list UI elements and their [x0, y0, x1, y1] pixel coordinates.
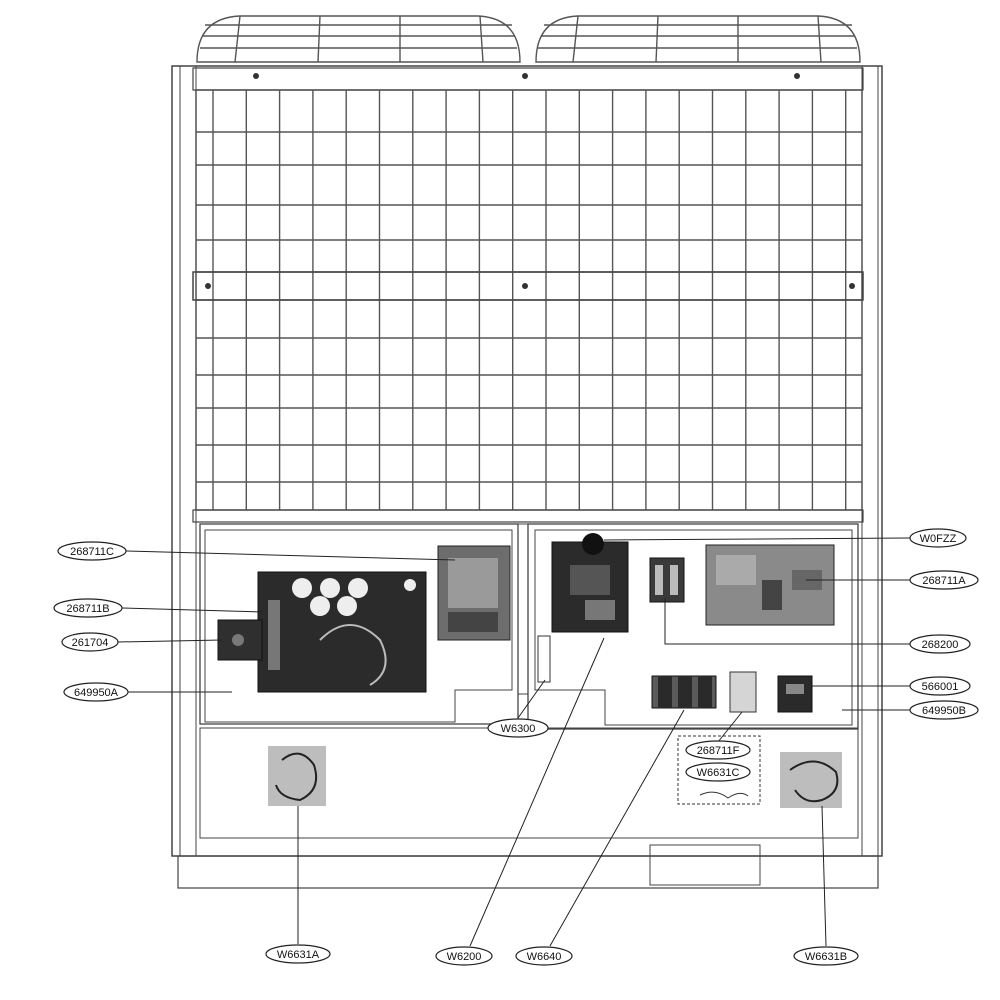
center-divider	[517, 523, 529, 695]
kit-box-268711F-W6631C	[677, 735, 761, 805]
fan-pcb-268711C	[437, 545, 511, 641]
svg-text:649950B: 649950B	[922, 705, 966, 717]
svg-text:W6631A: W6631A	[277, 949, 320, 961]
callout-W0FZZ: W0FZZ	[909, 528, 967, 548]
control-pcb-268711A	[705, 544, 835, 626]
leader-lines	[117, 537, 911, 947]
svg-text:268200: 268200	[922, 639, 959, 651]
svg-text:268711C: 268711C	[70, 546, 114, 558]
svg-text:W6300: W6300	[501, 723, 536, 735]
svg-text:268711A: 268711A	[922, 575, 966, 587]
coil-grille	[192, 89, 864, 523]
inverter-pcb-268711B	[257, 571, 427, 693]
wire-harness-W6631B	[780, 752, 842, 808]
callout-W6631B: W6631B	[793, 946, 859, 966]
svg-text:649950A: 649950A	[74, 687, 119, 699]
svg-text:W6200: W6200	[447, 951, 482, 963]
svg-text:268711B: 268711B	[66, 603, 109, 615]
svg-text:W6631B: W6631B	[805, 951, 847, 963]
svg-text:W6640: W6640	[527, 951, 562, 963]
callout-649950B: 649950B	[909, 700, 979, 720]
svg-text:261704: 261704	[72, 637, 109, 649]
resistor-W6300	[537, 635, 551, 683]
capacitors-W6640	[651, 675, 717, 709]
callout-268711A: 268711A	[909, 570, 979, 590]
svg-text:566001: 566001	[922, 681, 959, 693]
callout-268711C: 268711C	[57, 541, 127, 561]
callout-W6300: W6300	[487, 718, 549, 738]
terminal-block-268200	[649, 557, 685, 603]
callout-566001: 566001	[909, 676, 971, 696]
reactor-261704	[217, 619, 263, 661]
svg-text:W6631C: W6631C	[697, 767, 740, 779]
callout-261704: 261704	[61, 632, 119, 652]
svg-text:W0FZZ: W0FZZ	[920, 533, 957, 545]
left-fan-guard	[196, 15, 521, 63]
callout-W6200: W6200	[435, 946, 493, 966]
callout-268200: 268200	[909, 634, 971, 654]
callout-W6631C: W6631C	[685, 762, 751, 782]
right-fan-guard	[535, 15, 861, 63]
sensor-268711F	[729, 671, 757, 713]
callout-268711B: 268711B	[53, 598, 123, 618]
svg-text:268711F: 268711F	[697, 745, 740, 757]
callout-649950A: 649950A	[63, 682, 129, 702]
callout-W6631A: W6631A	[265, 944, 331, 964]
wire-harness-W6631A	[268, 746, 326, 806]
contactor-566001	[777, 675, 813, 713]
main-pcb-W0FZZ	[551, 533, 629, 633]
callout-268711F: 268711F	[685, 740, 751, 760]
callout-W6640: W6640	[515, 946, 573, 966]
